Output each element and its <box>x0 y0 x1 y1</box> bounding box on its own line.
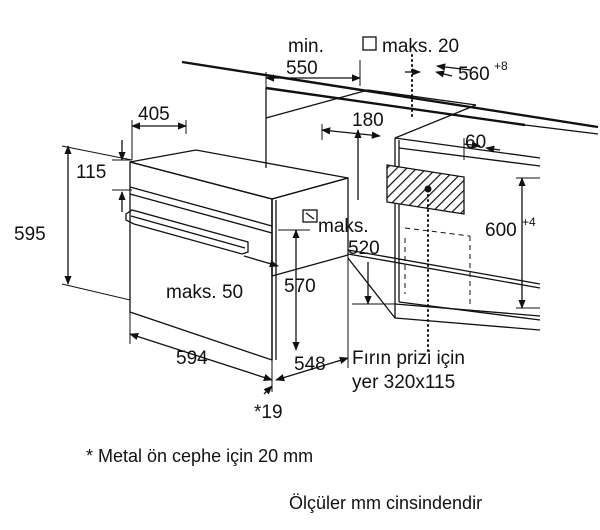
socket-label-line1: Fırın prizi için <box>352 348 465 369</box>
label-maks-50: maks. 50 <box>166 282 243 303</box>
socket-label-line2: yer 320x115 <box>352 372 455 393</box>
label-maks-20: maks. 20 <box>382 36 459 57</box>
label-594: 594 <box>176 348 208 369</box>
label-600: 600 <box>485 220 517 241</box>
label-405: 405 <box>138 104 170 125</box>
label-min-550: 550 <box>286 58 318 79</box>
label-min: min. <box>288 36 324 57</box>
label-maks: maks. <box>318 216 369 237</box>
label-560-sup: +8 <box>494 59 508 73</box>
label-560: 560 <box>458 64 490 85</box>
cabinet-outline <box>181 60 599 331</box>
label-600-sup: +4 <box>522 215 536 229</box>
label-548: 548 <box>294 354 326 375</box>
label-595: 595 <box>14 224 46 245</box>
label-180: 180 <box>352 110 384 131</box>
label-maks-520: 520 <box>348 238 380 259</box>
label-570: 570 <box>284 276 316 297</box>
label-60: 60 <box>465 132 486 153</box>
label-19: *19 <box>254 402 283 423</box>
label-115: 115 <box>76 162 106 183</box>
oven <box>125 149 349 361</box>
dimension-lines <box>61 60 540 395</box>
footnote: * Metal ön cephe için 20 mm <box>86 446 313 466</box>
units-note: Ölçüler mm cinsindendir <box>289 493 482 513</box>
square-icon <box>362 36 377 51</box>
